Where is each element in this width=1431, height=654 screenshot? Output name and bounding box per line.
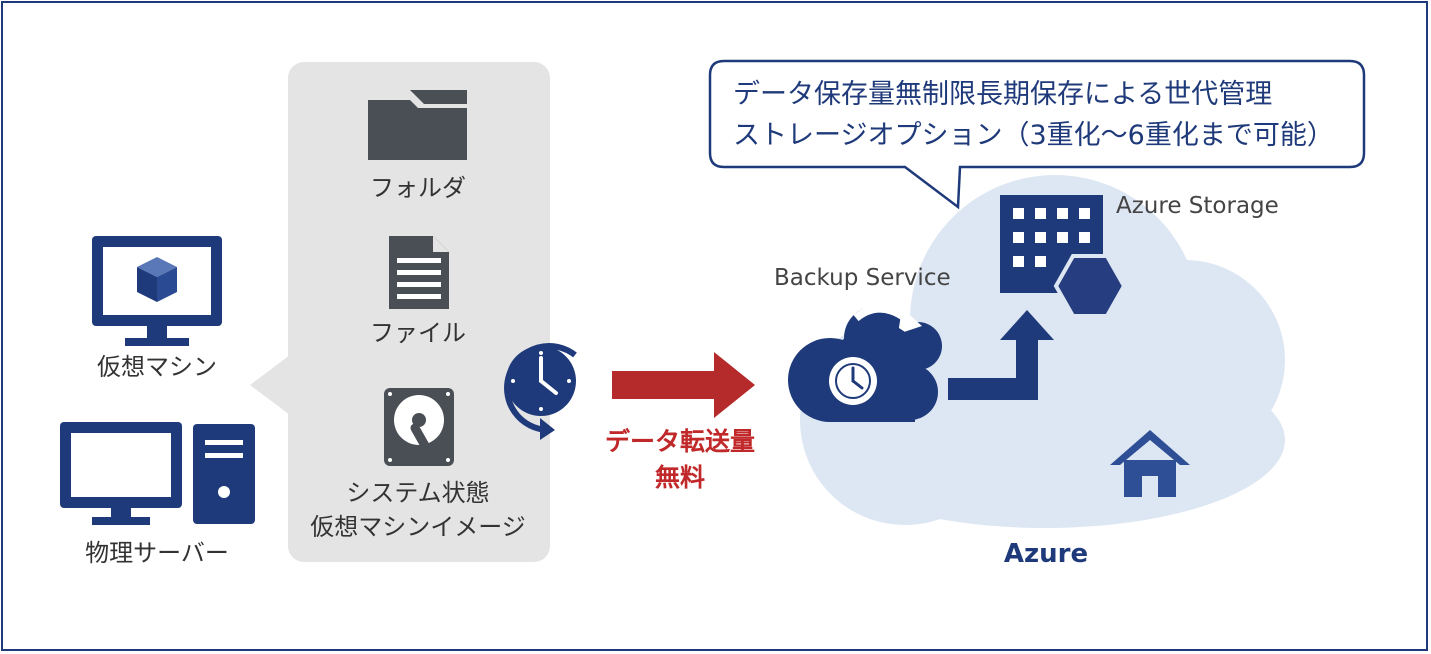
- home-icon: [1110, 430, 1190, 497]
- virtual-machine-icon: [92, 236, 222, 346]
- transfer-label: データ転送量: [604, 427, 756, 456]
- file-icon: [389, 236, 449, 309]
- backup-service-icon: [788, 304, 942, 422]
- system-state-label: システム状態: [346, 479, 490, 507]
- folder-label: フォルダ: [370, 174, 466, 202]
- azure-storage-label: Azure Storage: [1116, 193, 1279, 219]
- callout-line-2: ストレージオプション（3重化〜6重化まで可能）: [733, 120, 1334, 151]
- file-label: ファイル: [370, 319, 466, 347]
- vm-label: 仮想マシン: [97, 353, 217, 381]
- server-label: 物理サーバー: [85, 539, 229, 567]
- schedule-clock-icon: [504, 343, 577, 440]
- data-types-panel: [250, 62, 550, 562]
- hard-disk-icon: [384, 388, 454, 466]
- callout-line-1: データ保存量無制限長期保存による世代管理: [733, 79, 1273, 110]
- callout-text: データ保存量無制限長期保存による世代管理 ストレージオプション（3重化〜6重化ま…: [733, 74, 1334, 156]
- transfer-arrow: [612, 352, 755, 418]
- azure-label: Azure: [1003, 539, 1089, 569]
- transfer-free-label: 無料: [654, 463, 706, 492]
- folder-icon: [368, 90, 467, 160]
- storage-arrow: [948, 310, 1054, 400]
- vm-image-label: 仮想マシンイメージ: [310, 513, 526, 541]
- backup-service-label: Backup Service: [774, 265, 951, 291]
- azure-storage-icon: [1000, 195, 1127, 318]
- callout-bubble: [708, 59, 1366, 210]
- physical-server-icon: [60, 422, 255, 525]
